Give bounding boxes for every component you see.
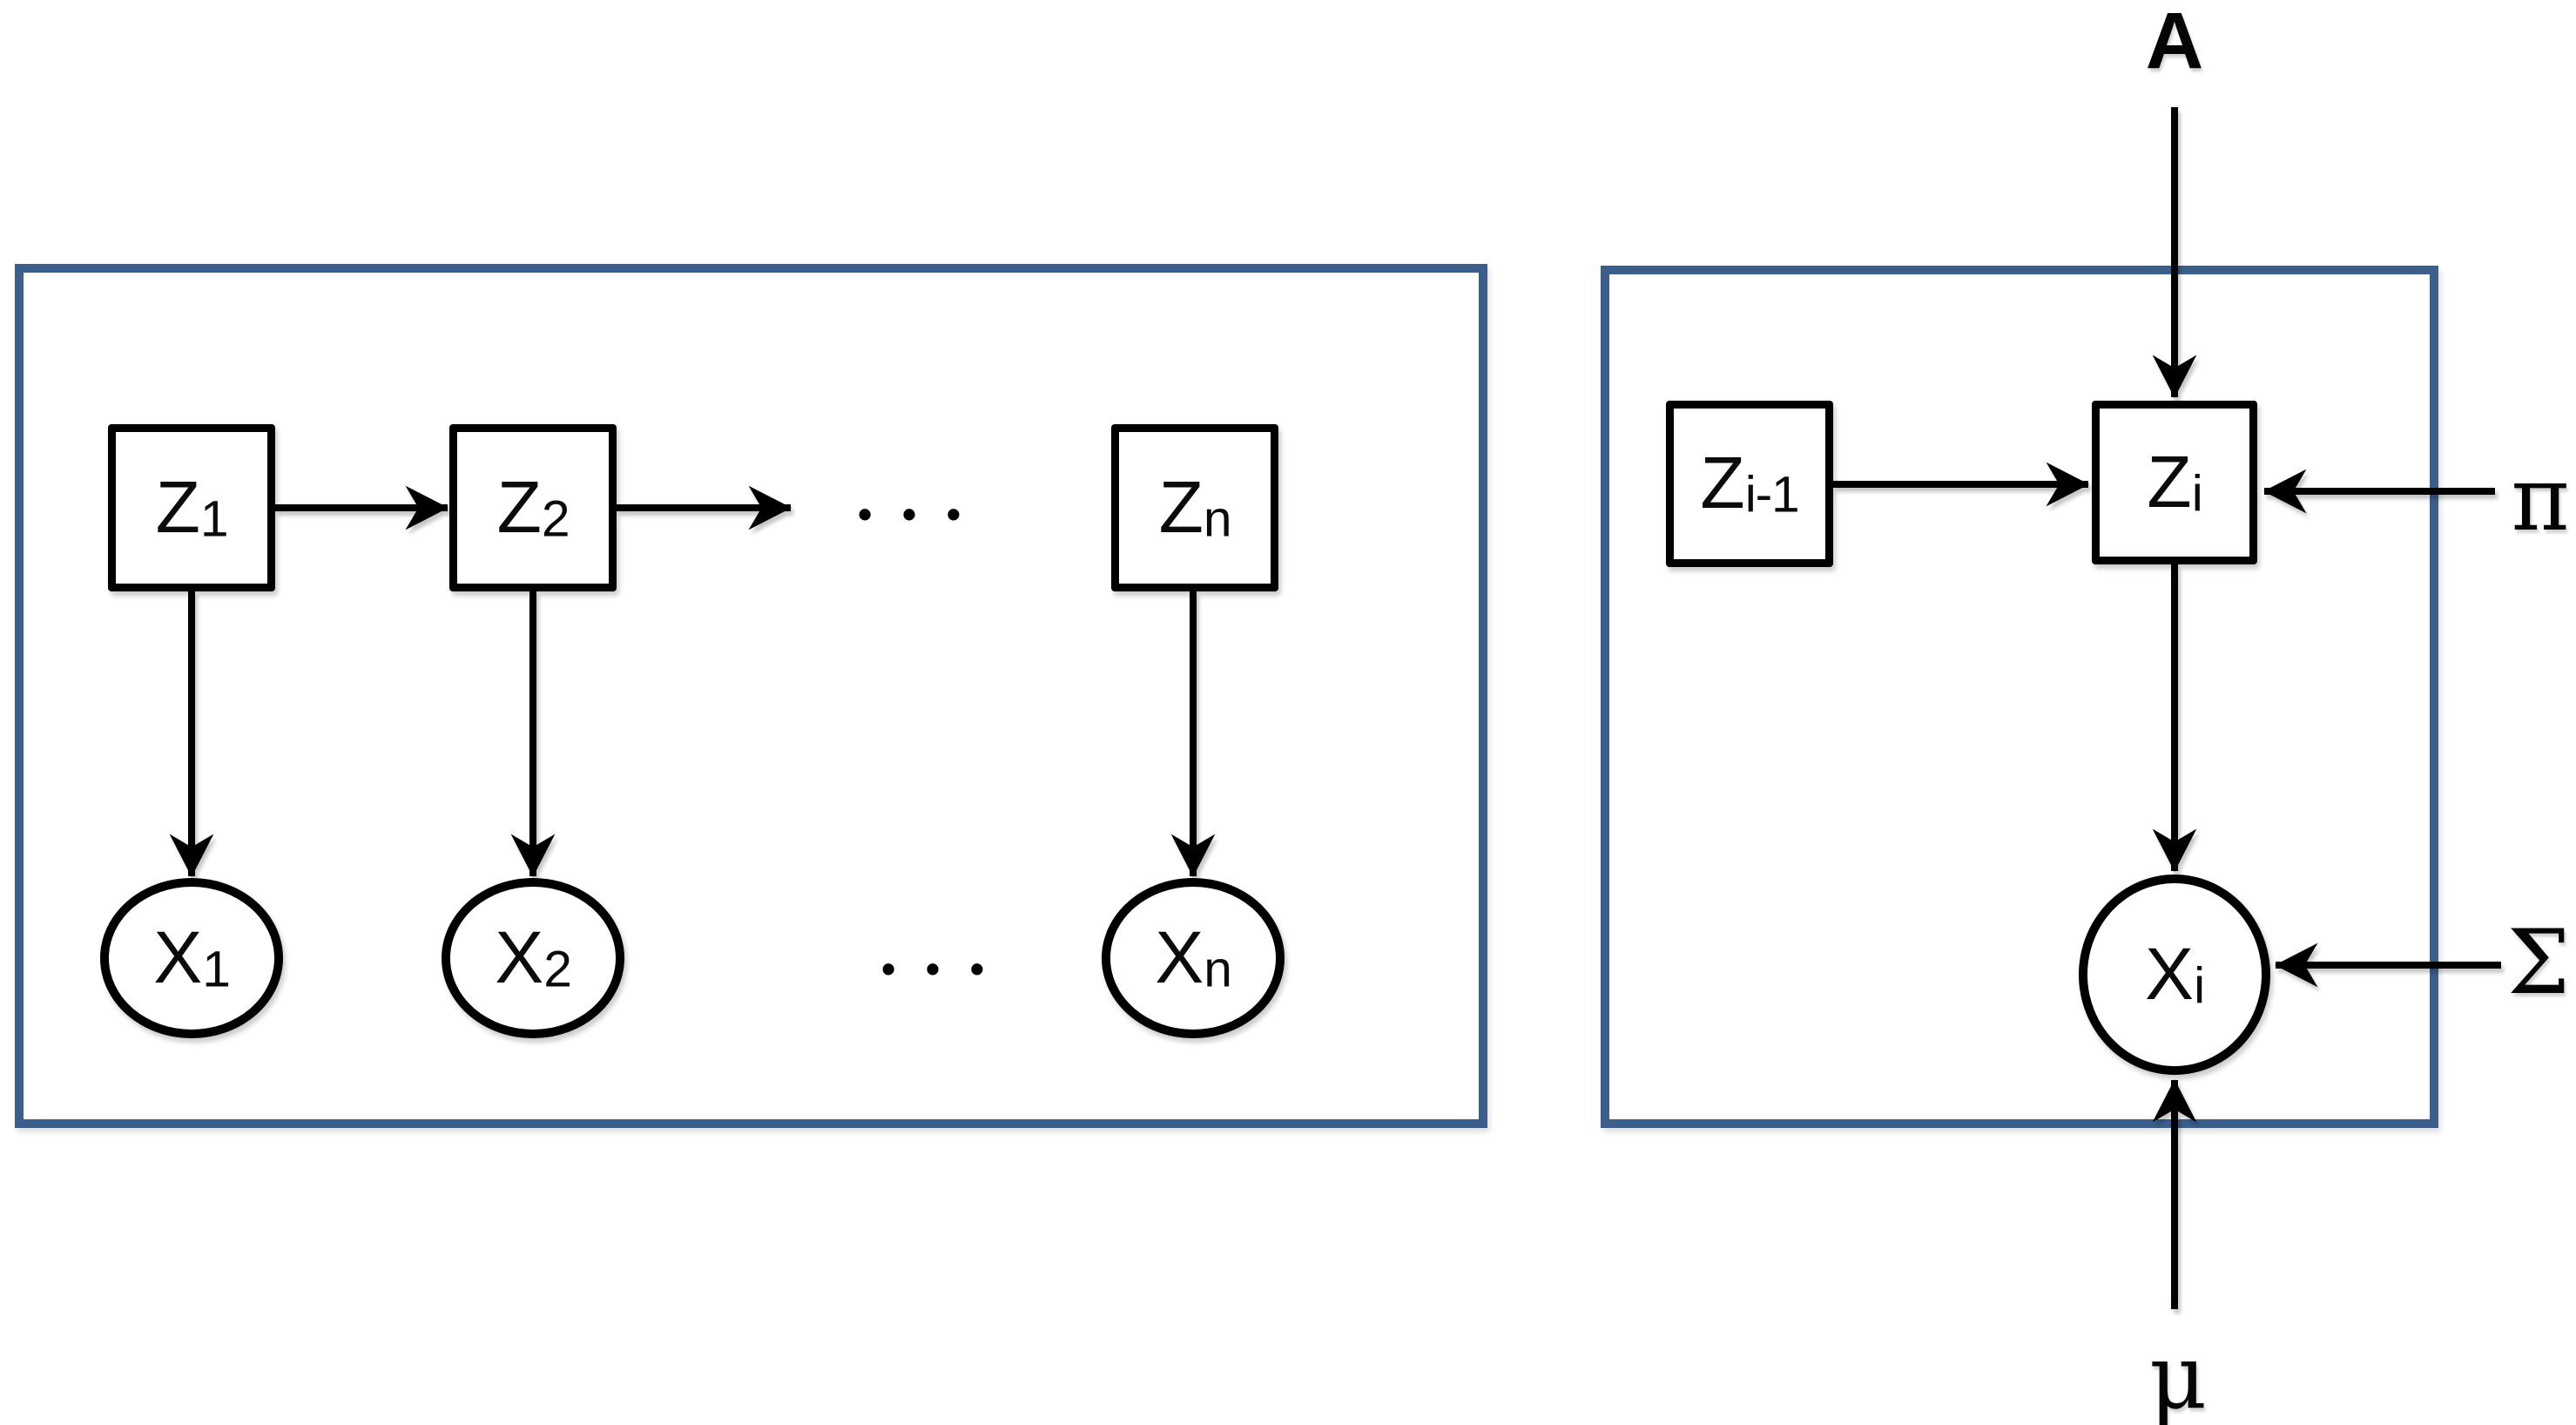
- node-z1-sub: 1: [199, 490, 229, 548]
- node-x1-sub: 1: [202, 941, 231, 998]
- node-z2: Z2: [449, 424, 617, 591]
- node-xi: Xi: [2079, 875, 2270, 1075]
- node-x1-label: X1: [153, 921, 231, 998]
- node-z1: Z1: [108, 424, 275, 591]
- ellipsis-bottom: • • •: [881, 946, 989, 991]
- node-z1-main: Z: [155, 465, 200, 548]
- node-zi-prev-label: Zi-1: [1700, 446, 1800, 523]
- left-panel-border: [15, 264, 1487, 1128]
- node-xi-label: Xi: [2145, 937, 2205, 1015]
- node-z1-label: Z1: [156, 470, 229, 548]
- node-zi-main: Z: [2147, 440, 2192, 523]
- ellipsis-top: • • •: [858, 491, 966, 537]
- param-pi-label: π: [2511, 448, 2570, 551]
- node-z2-label: Z2: [497, 470, 570, 546]
- node-zi-prev: Zi-1: [1666, 401, 1833, 567]
- node-zi-label: Zi: [2147, 445, 2202, 521]
- node-zi-prev-main: Z: [1700, 442, 1745, 524]
- node-zn-sub: n: [1203, 490, 1232, 548]
- node-zi-sub: i: [2191, 465, 2203, 523]
- node-x2-sub: 2: [543, 941, 572, 998]
- node-zi-prev-sub: i-1: [1744, 466, 1800, 523]
- node-xi-main: X: [2145, 932, 2195, 1015]
- param-mu-label: μ: [2148, 1326, 2208, 1425]
- node-xn-label: Xn: [1155, 921, 1232, 998]
- node-xi-sub: i: [2194, 957, 2205, 1015]
- node-zn-main: Z: [1158, 465, 1204, 548]
- node-x2-main: X: [495, 915, 544, 998]
- param-a-label: A: [2145, 0, 2204, 85]
- node-xn: Xn: [1102, 878, 1285, 1038]
- node-xn-sub: n: [1204, 941, 1232, 998]
- param-sigma-label: Σ: [2506, 911, 2571, 1015]
- node-x1: X1: [100, 878, 283, 1038]
- node-z2-main: Z: [496, 465, 542, 548]
- node-zn: Zn: [1111, 424, 1278, 591]
- node-zn-label: Zn: [1159, 470, 1232, 548]
- right-panel-border: [1601, 266, 2438, 1128]
- node-x1-main: X: [153, 915, 203, 998]
- node-x2: X2: [442, 878, 624, 1038]
- node-zi: Zi: [2092, 401, 2257, 564]
- node-xn-main: X: [1155, 915, 1204, 998]
- node-z2-sub: 2: [541, 490, 570, 548]
- node-x2-label: X2: [495, 921, 572, 998]
